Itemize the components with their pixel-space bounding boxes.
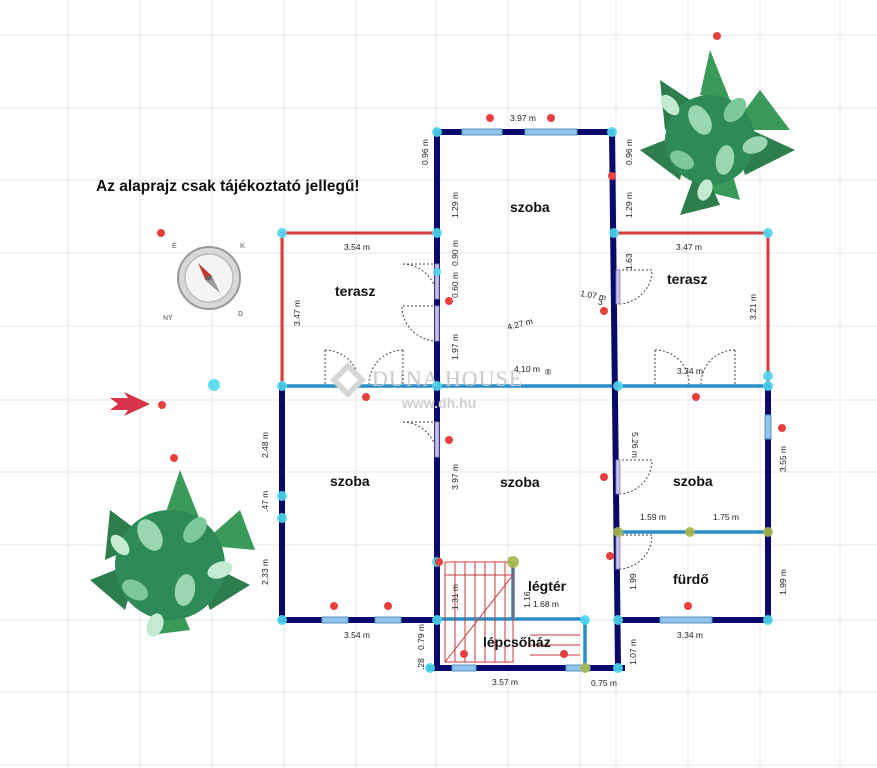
room-labels: szoba terasz terasz szoba szoba szoba lé…	[330, 199, 713, 650]
tree-bottom-left	[90, 470, 255, 637]
compass-icon: É K D NY	[163, 241, 245, 322]
dim-top-left-129: 1.29 m	[450, 192, 460, 218]
dim-bottom-354: 3.54 m	[344, 630, 370, 640]
dim-stair-107: 1.07 m	[628, 639, 638, 665]
dim-c-397: 3.97 m	[450, 464, 460, 490]
room-szoba-top: szoba	[510, 199, 550, 215]
dim-terasz-right-h: 3.21 m	[748, 294, 758, 320]
dim-bottom-075: 0.75 m	[591, 678, 617, 688]
dim-r-3: 3	[598, 297, 603, 307]
room-lepcsohaz: lépcsőház	[483, 634, 551, 650]
compass-east: K	[240, 243, 245, 250]
dim-f-175: 1.75 m	[713, 512, 739, 522]
dim-stair-131: 1.31 m	[450, 584, 460, 610]
room-legter: légtér	[528, 578, 567, 594]
dim-r-107: 1.07 m	[580, 288, 607, 302]
markers	[157, 32, 786, 658]
dim-r-334: 3.34 m	[677, 366, 703, 376]
dim-bottom-334: 3.34 m	[677, 630, 703, 640]
compass-south: D	[238, 311, 243, 318]
watermark-reg: ®	[545, 367, 552, 377]
terrace-walls	[280, 231, 770, 385]
compass-west: NY	[163, 315, 173, 322]
wall-nodes-olive	[507, 527, 773, 673]
room-furdo: fürdő	[673, 571, 709, 587]
watermark: DUNA HOUSE ® www.dh.hu	[330, 362, 552, 411]
door-leaves	[434, 263, 621, 570]
dim-terasz-right-w: 3.47 m	[676, 242, 702, 252]
disclaimer-text: Az alaprajz csak tájékoztató jellegű!	[96, 178, 360, 195]
dim-f-199b: 1.99 m	[778, 569, 788, 595]
watermark-url: www.dh.hu	[401, 395, 476, 411]
dim-wall-090: 0.90 m	[450, 240, 460, 266]
windows	[321, 128, 772, 672]
dim-diag-427: 4.27 m	[506, 316, 534, 332]
dim-stair-116: 1.16	[522, 591, 532, 608]
dim-terasz-left-h: 3.47 m	[292, 300, 302, 326]
dim-right-355: 3.55 m	[778, 446, 788, 472]
dim-bottom-357: 3.57 m	[492, 677, 518, 687]
tree-top-right	[640, 50, 795, 215]
room-szoba-center: szoba	[500, 474, 540, 490]
wall-nodes	[208, 127, 773, 673]
dim-f-159: 1.59 m	[640, 512, 666, 522]
inner-walls	[282, 384, 768, 668]
room-terasz-right: terasz	[667, 271, 707, 287]
dim-f-199a: 1.99	[628, 573, 638, 590]
dim-top-left-096: 0.96 m	[420, 139, 430, 165]
room-szoba-right: szoba	[673, 473, 713, 489]
entrance-arrow-icon	[110, 392, 150, 416]
dim-top-width: 3.97 m	[510, 113, 536, 123]
doors	[324, 263, 736, 570]
compass-north: É	[172, 241, 177, 250]
dim-c-526: 5.26 m	[630, 432, 640, 458]
staircase	[444, 561, 580, 663]
dimension-labels: 3.97 m 0.96 m 1.29 m 0.96 m 1.29 m 3.54 …	[260, 113, 788, 688]
dim-top-right-096: 0.96 m	[624, 139, 634, 165]
dim-top-right-129: 1.29 m	[624, 192, 634, 218]
dim-stair-168: 1.68 m	[533, 599, 559, 609]
dim-terasz-left-w: 3.54 m	[344, 242, 370, 252]
dim-left-248: 2.48 m	[260, 432, 270, 458]
watermark-brand: DUNA HOUSE	[372, 366, 523, 391]
room-terasz-left: terasz	[335, 283, 375, 299]
dim-stair-079: 0.79 m	[416, 624, 426, 650]
dim-r-163: 1.63	[624, 253, 634, 270]
dim-left-047: .47 m	[260, 491, 270, 512]
dim-wall-060: 0.60 m	[450, 272, 460, 298]
dim-left-233: 2.33 m	[260, 559, 270, 585]
dim-mid-410: 4.10 m	[514, 364, 540, 374]
dim-stair-028: .28	[416, 658, 426, 670]
dim-wall-197: 1.97 m	[450, 334, 460, 360]
room-szoba-left: szoba	[330, 473, 370, 489]
